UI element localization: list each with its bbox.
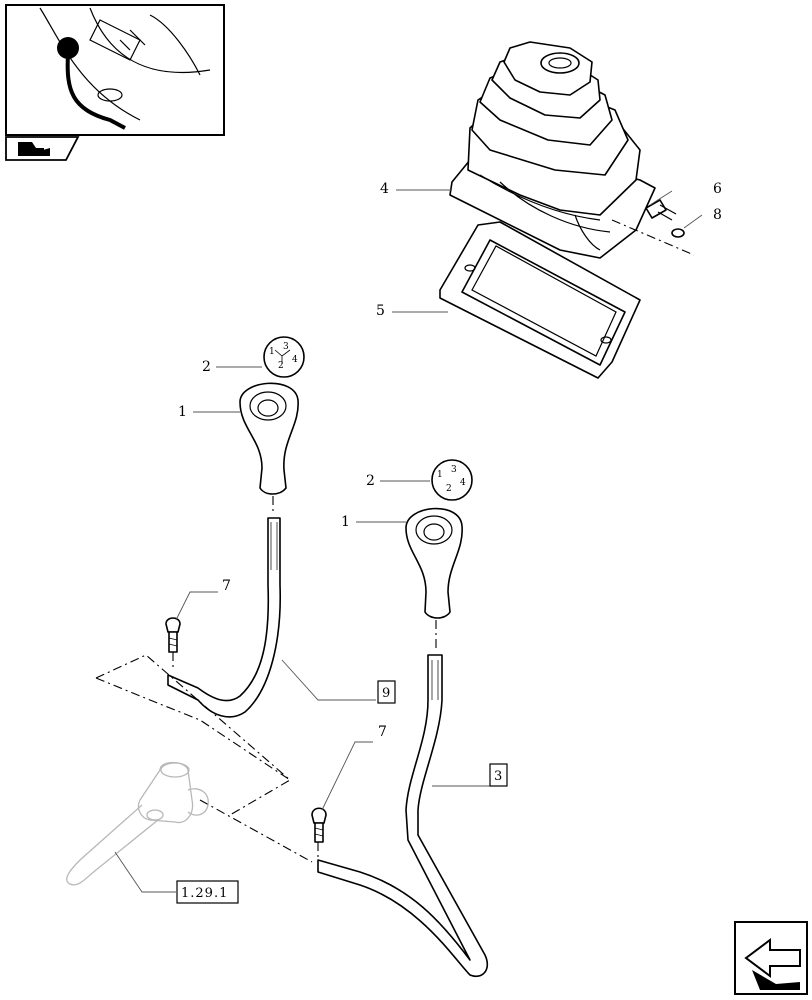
pattern-b-3: 3 [451,465,457,475]
leader-9 [281,659,376,701]
pattern-b-2: 2 [446,484,452,494]
washer-8 [671,228,685,238]
shift-knob-a [239,382,299,495]
pattern-a-2: 2 [278,361,284,371]
assembly-plane [95,654,291,816]
callout-4: 4 [380,181,389,197]
gear-lever-3 [317,654,489,977]
gear-lever-9 [167,517,282,718]
pattern-b-1: 1 [437,470,443,480]
callout-2b: 2 [366,473,375,489]
svg-text:3: 3 [494,769,503,784]
reference-1-29-1[interactable]: 1.29.1 [176,880,239,904]
callout-1b: 1 [341,514,350,530]
callout-1a: 1 [178,404,187,420]
boot-frame [439,221,641,379]
pattern-b-4: 4 [460,478,466,488]
shift-boot [449,41,656,259]
leader-6 [649,190,673,206]
axis-shaft [199,799,313,863]
leader-shaft [114,851,176,893]
svg-text:1.29.1: 1.29.1 [181,886,228,901]
pattern-a-1: 1 [269,347,275,357]
callout-8: 8 [713,207,722,223]
selector-shaft-ghost [66,761,209,886]
callout-7a: 7 [222,578,231,594]
callout-5: 5 [376,303,385,319]
screw-7a [165,617,181,653]
reference-9[interactable]: 9 [377,680,396,704]
assembly-axis [611,219,695,256]
screw-6 [645,199,677,221]
pattern-a-3: 3 [283,342,289,352]
leader-8 [683,214,703,229]
locator-thumbnail-icon[interactable] [5,4,225,136]
shift-knob-b [405,507,463,619]
leader-7b [321,741,373,811]
leader-7a [175,591,218,621]
svg-text:9: 9 [382,686,391,701]
callout-2a: 2 [202,359,211,375]
reference-3[interactable]: 3 [489,763,508,787]
next-page-arrow-icon[interactable] [734,921,808,995]
knob-cap-b: 1 3 2 4 [431,459,473,501]
assembly-plane-edge [95,677,291,781]
screw-7b [311,807,327,843]
callout-7b: 7 [378,724,387,740]
pattern-a-4: 4 [292,355,298,365]
section-badge-icon [5,136,80,161]
callout-6: 6 [713,181,722,197]
knob-cap-a: 1 3 2 4 [263,336,305,378]
